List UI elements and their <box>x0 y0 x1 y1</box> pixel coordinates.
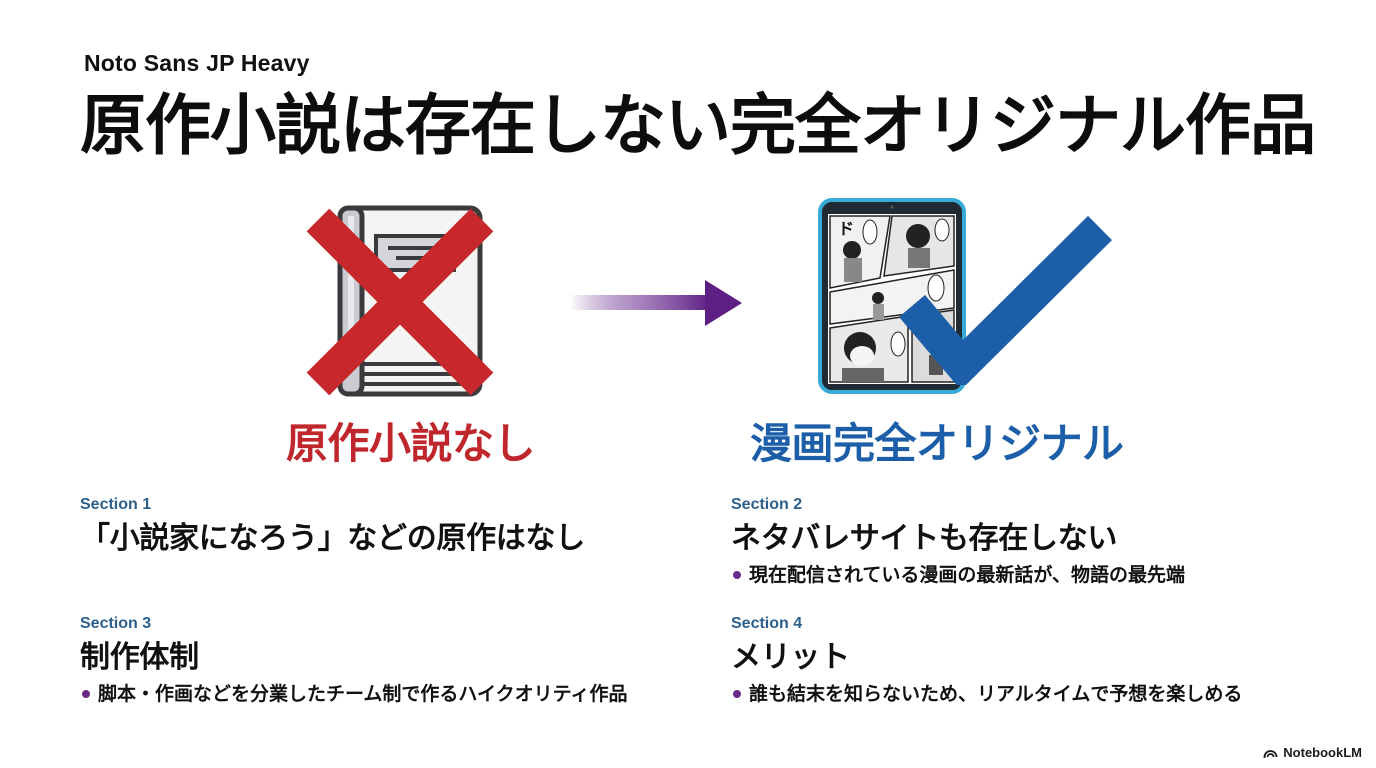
section-4: Section 4 メリット 誰も結末を知らないため、リアルタイムで予想を楽しめ… <box>731 614 1242 707</box>
bullet-text: 脚本・作画などを分業したチーム制で作るハイクオリティ作品 <box>98 683 628 705</box>
tablet-manga-icon: ド <box>818 198 966 394</box>
book-crossed-icon <box>306 205 494 397</box>
caption-original-manga: 漫画完全オリジナル <box>750 419 1124 468</box>
checkmark-icon <box>900 215 1112 385</box>
bullet-dot-icon <box>733 690 741 698</box>
section-1: Section 1 「小説家になろう」などの原作はなし <box>80 495 585 559</box>
bullet-dot-icon <box>733 571 741 579</box>
section-heading: ネタバレサイトも存在しない <box>731 521 1118 556</box>
caption-no-novel: 原作小説なし <box>286 419 536 468</box>
section-label: Section 2 <box>731 496 803 513</box>
bullet-item: 現在配信されている漫画の最新話が、物語の最先端 <box>731 562 1185 588</box>
section-2: Section 2 ネタバレサイトも存在しない 現在配信されている漫画の最新話が… <box>731 495 1185 588</box>
section-label: Section 4 <box>731 615 803 632</box>
notebooklm-logo-icon <box>1263 750 1278 758</box>
svg-text:ド: ド <box>838 219 854 238</box>
bullet-item: 誰も結末を知らないため、リアルタイムで予想を楽しめる <box>731 681 1242 707</box>
bullet-text: 現在配信されている漫画の最新話が、物語の最先端 <box>749 564 1186 586</box>
section-label: Section 1 <box>80 496 152 513</box>
arrow-right-icon <box>570 280 742 326</box>
font-label: Noto Sans JP Heavy <box>84 50 310 76</box>
bullet-text: 誰も結末を知らないため、リアルタイムで予想を楽しめる <box>749 683 1243 705</box>
notebooklm-brand: NotebookLM <box>1263 745 1362 760</box>
section-heading: メリット <box>731 640 850 675</box>
brand-label: NotebookLM <box>1283 745 1362 760</box>
section-label: Section 3 <box>80 615 152 632</box>
section-heading: 「小説家になろう」などの原作はなし <box>80 521 585 556</box>
slide-title: 原作小説は存在しない完全オリジナル作品 <box>80 87 1316 164</box>
bullet-dot-icon <box>82 690 90 698</box>
section-3: Section 3 制作体制 脚本・作画などを分業したチーム制で作るハイクオリテ… <box>80 614 628 707</box>
bullet-item: 脚本・作画などを分業したチーム制で作るハイクオリティ作品 <box>80 681 628 707</box>
section-heading: 制作体制 <box>80 640 199 675</box>
